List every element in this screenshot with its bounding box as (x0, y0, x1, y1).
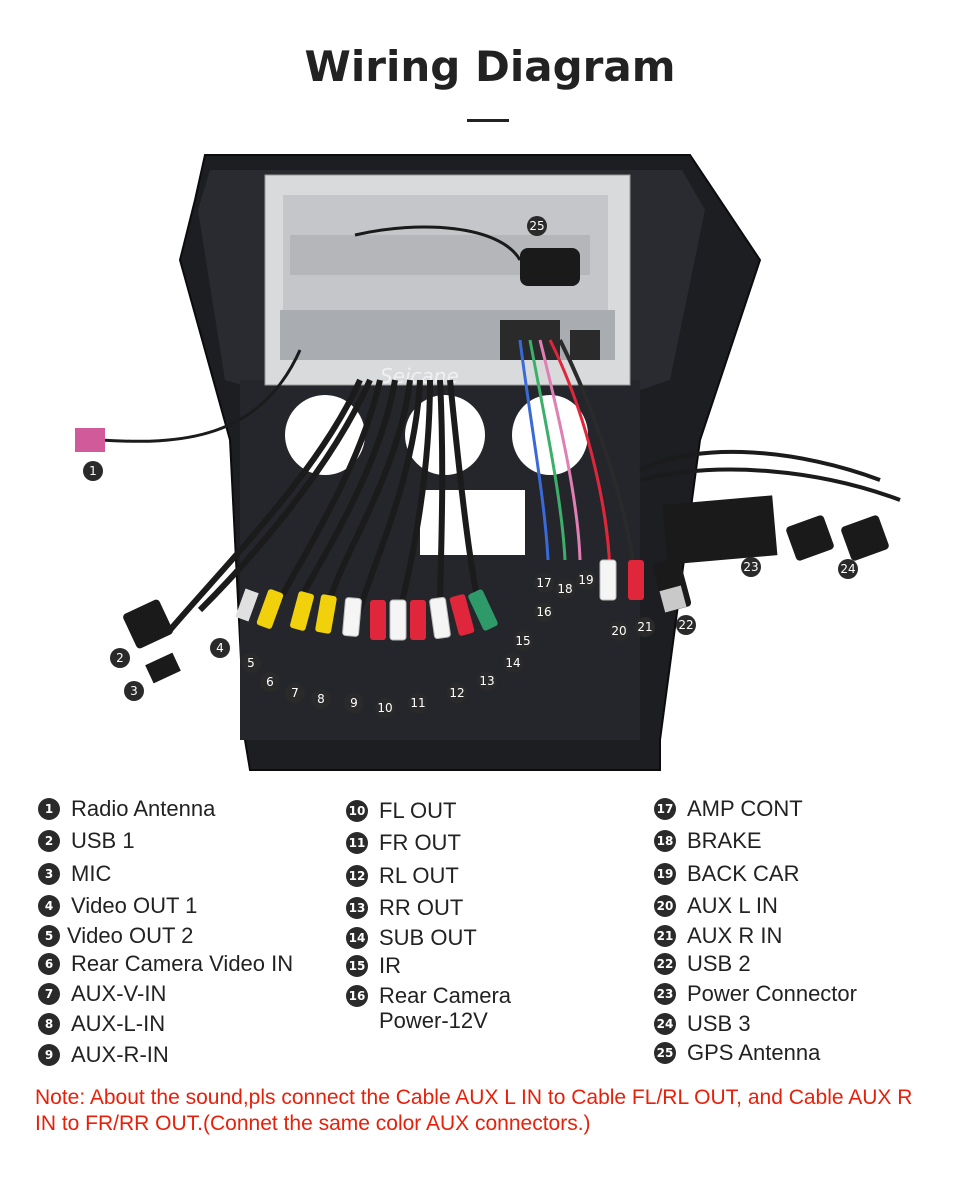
legend-label-24: USB 3 (687, 1011, 751, 1036)
callout-8: 8 (311, 689, 331, 709)
legend-label-19: BACK CAR (687, 861, 800, 886)
legend-label-13: RR OUT (379, 895, 464, 920)
callout-7: 7 (285, 683, 305, 703)
legend-number-11: 11 (346, 832, 368, 854)
legend-number-6: 6 (38, 953, 60, 975)
legend-number-15: 15 (346, 955, 368, 977)
legend-number-14: 14 (346, 927, 368, 949)
callout-15: 15 (513, 631, 533, 651)
callout-4: 4 (210, 638, 230, 658)
legend-label-6: Rear Camera Video IN (71, 951, 294, 976)
legend-label-9: AUX-R-IN (71, 1042, 169, 1067)
callout-23: 23 (741, 557, 761, 577)
legend-number-21: 21 (654, 925, 676, 947)
legend-label-4: Video OUT 1 (71, 893, 198, 918)
legend-number-7: 7 (38, 983, 60, 1005)
legend-label-18: BRAKE (687, 828, 762, 853)
legend-label-20: AUX L IN (687, 893, 778, 918)
legend-number-13: 13 (346, 897, 368, 919)
callout-16: 16 (534, 602, 554, 622)
legend-label-17: AMP CONT (687, 796, 803, 821)
callout-9: 9 (344, 693, 364, 713)
legend-number-5: 5 (38, 925, 60, 947)
callout-13: 13 (477, 671, 497, 691)
legend-number-12: 12 (346, 865, 368, 887)
callout-12: 12 (447, 683, 467, 703)
callout-10: 10 (375, 698, 395, 718)
legend-label-8: AUX-L-IN (71, 1011, 166, 1036)
legend-label-16: Rear Camera (379, 983, 512, 1008)
legend-label-16-line2: Power-12V (379, 1008, 488, 1033)
legend-label-2: USB 1 (71, 828, 135, 853)
legend-number-20: 20 (654, 895, 676, 917)
title-underline (467, 119, 509, 122)
legend-number-10: 10 (346, 800, 368, 822)
callout-11: 11 (408, 693, 428, 713)
legend-label-21: AUX R IN (687, 923, 783, 948)
legend-number-19: 19 (654, 863, 676, 885)
legend-number-18: 18 (654, 830, 676, 852)
callout-17: 17 (534, 573, 554, 593)
callout-3: 3 (124, 681, 144, 701)
callout-19: 19 (576, 570, 596, 590)
callout-6: 6 (260, 672, 280, 692)
wiring-diagram-image: Seicane (0, 140, 980, 790)
page-title: Wiring Diagram (304, 42, 676, 91)
legend-number-4: 4 (38, 895, 60, 917)
callout-21: 21 (635, 617, 655, 637)
head-unit-illustration: Seicane (75, 154, 901, 771)
legend-label-7: AUX-V-IN (71, 981, 167, 1006)
callout-14: 14 (503, 653, 523, 673)
legend-number-16: 16 (346, 985, 368, 1007)
callout-22: 22 (676, 615, 696, 635)
callout-1: 1 (83, 461, 103, 481)
legend-label-11: FR OUT (379, 830, 461, 855)
legend-label-15: IR (379, 953, 401, 978)
legend-number-17: 17 (654, 798, 676, 820)
callout-5: 5 (241, 653, 261, 673)
callout-18: 18 (555, 579, 575, 599)
legend-number-9: 9 (38, 1044, 60, 1066)
callout-20: 20 (609, 621, 629, 641)
callout-25: 25 (527, 216, 547, 236)
legend-number-24: 24 (654, 1013, 676, 1035)
legend-number-3: 3 (38, 863, 60, 885)
legend-label-10: FL OUT (379, 798, 457, 823)
legend-label-22: USB 2 (687, 951, 751, 976)
legend-label-3: MIC (71, 861, 112, 886)
legend-label-1: Radio Antenna (71, 796, 216, 821)
legend-number-1: 1 (38, 798, 60, 820)
legend-number-25: 25 (654, 1042, 676, 1064)
legend-label-12: RL OUT (379, 863, 459, 888)
callout-2: 2 (110, 648, 130, 668)
legend-label-23: Power Connector (687, 981, 857, 1006)
legend-number-22: 22 (654, 953, 676, 975)
legend-label-5: Video OUT 2 (67, 923, 194, 948)
legend-label-25: GPS Antenna (687, 1040, 821, 1065)
legend-number-2: 2 (38, 830, 60, 852)
legend-number-8: 8 (38, 1013, 60, 1035)
legend-number-23: 23 (654, 983, 676, 1005)
callout-24: 24 (838, 559, 858, 579)
legend-label-14: SUB OUT (379, 925, 477, 950)
sound-connection-note: Note: About the sound,pls connect the Ca… (35, 1086, 913, 1135)
